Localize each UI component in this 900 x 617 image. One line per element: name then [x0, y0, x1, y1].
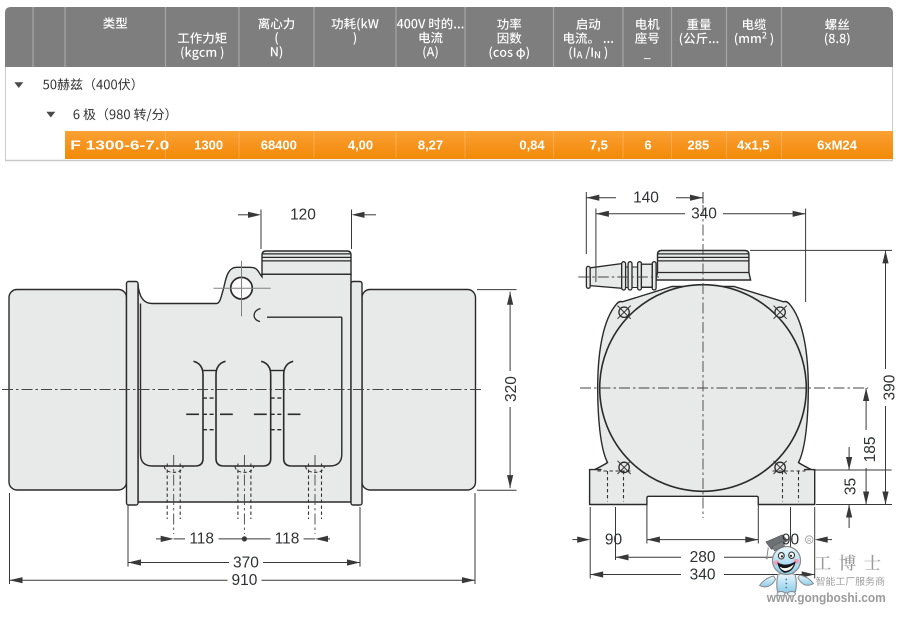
- svg-text:340: 340: [690, 566, 716, 583]
- svg-text:118: 118: [189, 531, 214, 548]
- svg-text:340: 340: [691, 206, 717, 223]
- svg-text:4x1,5: 4x1,5: [737, 138, 770, 153]
- svg-text:390: 390: [881, 374, 898, 400]
- svg-text:140: 140: [633, 190, 659, 207]
- svg-text:4,00: 4,00: [348, 138, 373, 153]
- svg-text:1300: 1300: [194, 138, 223, 153]
- svg-text:F 1300-6-7.0: F 1300-6-7.0: [70, 138, 169, 153]
- svg-text:320: 320: [503, 376, 520, 402]
- svg-text:370: 370: [233, 554, 259, 571]
- svg-text:6xM24: 6xM24: [817, 138, 858, 153]
- svg-text:68400: 68400: [261, 138, 297, 153]
- svg-text:7,5: 7,5: [590, 138, 608, 153]
- svg-text:185: 185: [862, 436, 879, 462]
- svg-text:8,27: 8,27: [418, 138, 443, 153]
- svg-text:www.gongboshi.com: www.gongboshi.com: [766, 590, 886, 605]
- svg-text:280: 280: [690, 549, 716, 566]
- svg-text:285: 285: [688, 138, 710, 153]
- svg-text:120: 120: [290, 207, 316, 224]
- svg-text:6: 6: [644, 138, 651, 153]
- svg-text:35: 35: [842, 478, 859, 495]
- svg-text:90: 90: [782, 531, 800, 548]
- svg-text:90: 90: [605, 531, 623, 548]
- svg-text:118: 118: [275, 531, 300, 548]
- svg-text:R: R: [807, 538, 811, 544]
- svg-text:910: 910: [231, 572, 257, 589]
- svg-text:0,84: 0,84: [519, 138, 545, 153]
